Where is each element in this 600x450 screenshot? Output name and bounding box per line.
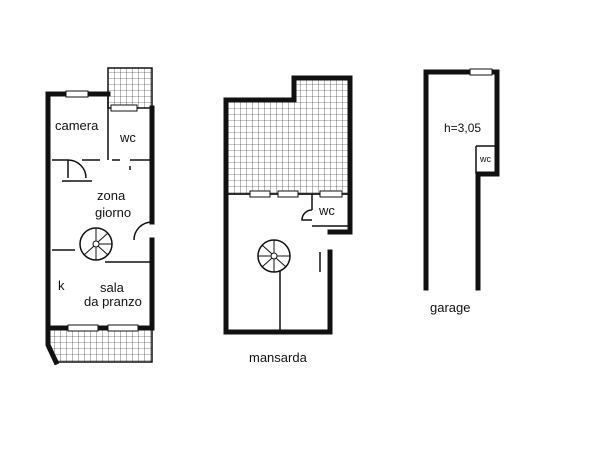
room-label-wc: wc	[119, 130, 136, 145]
room-label-da-pranzo: da pranzo	[84, 294, 142, 309]
spiral-staircase	[257, 239, 291, 273]
garage-plan	[423, 68, 500, 291]
door-swing	[133, 221, 153, 241]
attic-outer-wall-bottom	[223, 97, 333, 335]
attic-outer-wall-top	[223, 75, 353, 235]
attic-plan	[223, 75, 353, 335]
window	[65, 90, 89, 98]
upper-terrace	[107, 67, 153, 109]
garage-height-note: h=3,05	[444, 121, 481, 135]
garage-wc-wall	[475, 145, 497, 174]
door-swing	[67, 159, 87, 179]
window	[277, 190, 299, 198]
roof-terrace	[225, 77, 351, 195]
window	[249, 190, 271, 198]
plan-caption-garage: garage	[430, 300, 470, 315]
ground-floor-plan	[45, 67, 155, 366]
window	[469, 68, 493, 76]
door-swing	[301, 209, 313, 221]
room-label-sala: sala	[100, 280, 125, 295]
room-label-camera: camera	[55, 118, 99, 133]
window	[67, 324, 99, 332]
room-label-zona: zona	[97, 188, 126, 203]
garage-outer-wall	[423, 69, 500, 291]
window	[319, 190, 343, 198]
room-label-kitchen: k	[58, 278, 65, 293]
window	[107, 324, 139, 332]
plan-caption-mansarda: mansarda	[249, 350, 308, 365]
room-label-wc: wc	[318, 203, 335, 218]
window	[110, 104, 138, 112]
lower-terrace	[47, 327, 153, 363]
room-label-wc: wc	[479, 154, 491, 164]
spiral-staircase	[79, 227, 113, 261]
room-label-giorno: giorno	[95, 205, 131, 220]
